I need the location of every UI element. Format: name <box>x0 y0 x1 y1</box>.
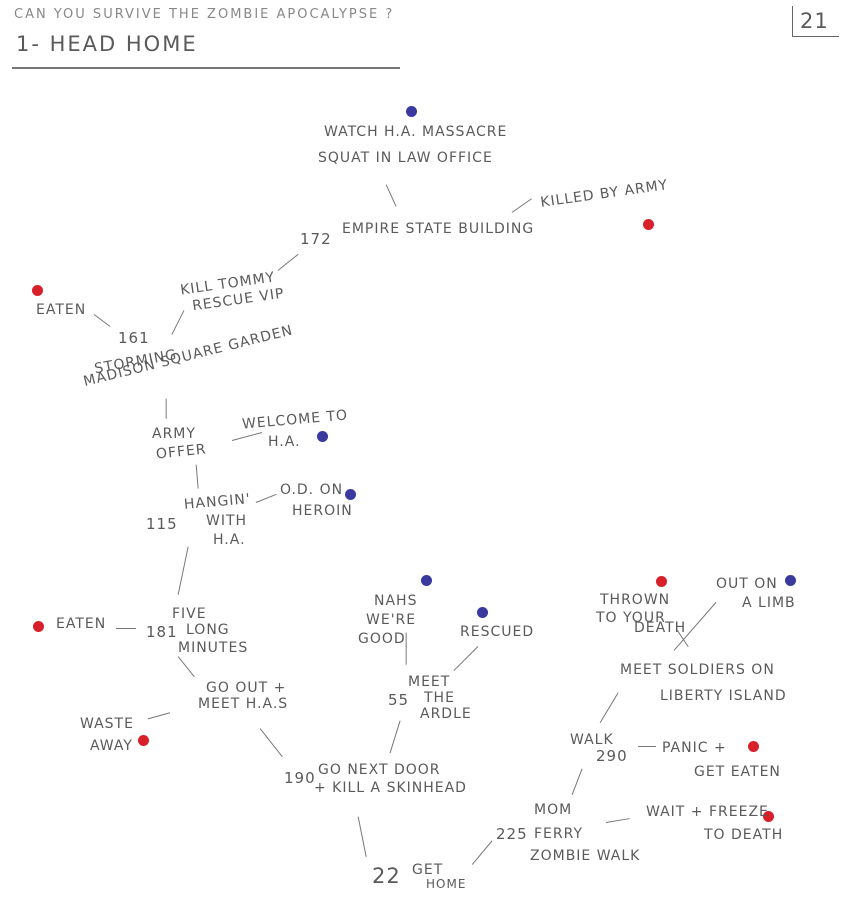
connector-line <box>231 432 263 442</box>
node-go-next-door: GO NEXT DOOR <box>318 762 441 778</box>
connector-line <box>599 692 619 723</box>
node-home: HOME <box>426 877 467 891</box>
bad-ending-dot <box>138 735 149 746</box>
good-ending-dot <box>345 489 356 500</box>
node-good: GOOD <box>358 631 406 647</box>
node-eaten-2: EATEN <box>56 616 107 632</box>
node-ardle: ARDLE <box>420 706 472 722</box>
node-mom: MOM <box>534 802 573 818</box>
connector-line <box>453 646 479 672</box>
node-eaten-1: EATEN <box>36 302 87 318</box>
node-liberty-island: LIBERTY ISLAND <box>660 688 787 704</box>
connector-line <box>177 656 195 678</box>
node-ha-1: H.A. <box>268 434 301 450</box>
node-od: O.D. ON <box>280 482 344 498</box>
node-minutes: MINUTES <box>178 640 249 656</box>
connector-line <box>195 464 199 489</box>
good-ending-dot <box>477 607 488 618</box>
node-zombie-walk: ZOMBIE WALK <box>530 848 641 864</box>
node-the: THE <box>424 690 455 706</box>
node-walk-number: 290 <box>596 747 628 765</box>
node-skinhead-number: 190 <box>284 769 316 787</box>
connector-line <box>511 198 533 214</box>
good-ending-dot <box>406 106 417 117</box>
page-number-box <box>792 6 839 37</box>
good-ending-dot <box>317 431 328 442</box>
node-five: FIVE <box>172 606 207 622</box>
node-ferry: FERRY <box>534 826 584 842</box>
node-squat: SQUAT IN LAW OFFICE <box>318 150 493 166</box>
node-waste: WASTE <box>80 716 134 732</box>
node-wait-freeze: WAIT + FREEZE <box>646 804 769 820</box>
good-ending-dot <box>421 575 432 586</box>
node-army: ARMY <box>152 426 196 442</box>
node-killed-by-army: KILLED BY ARMY <box>539 177 670 211</box>
node-get-eaten: GET EATEN <box>694 764 781 780</box>
node-home-number: 22 <box>372 864 401 888</box>
connector-line <box>93 314 111 328</box>
node-out-on: OUT ON <box>716 576 778 592</box>
node-msg-number: 161 <box>118 329 150 347</box>
connector-line <box>277 254 299 272</box>
bad-ending-dot <box>656 576 667 587</box>
node-ha-2: H.A. <box>213 532 246 548</box>
bad-ending-dot <box>33 621 44 632</box>
connector-line <box>259 728 283 758</box>
node-offer: OFFER <box>155 441 208 463</box>
node-thrown: THROWN <box>600 592 671 608</box>
connector-line <box>116 628 136 630</box>
node-esb-number: 172 <box>300 230 332 248</box>
connector-line <box>638 746 656 748</box>
node-to-death: TO DEATH <box>704 827 784 843</box>
bad-ending-dot <box>748 741 759 752</box>
node-with: WITH <box>206 513 248 529</box>
node-ardle-number: 55 <box>388 691 410 709</box>
node-welcome: WELCOME TO <box>241 407 349 433</box>
connector-line <box>165 398 167 419</box>
bad-ending-dot <box>643 219 654 230</box>
node-long: LONG <box>186 622 230 638</box>
connector-line <box>357 816 367 857</box>
node-meet-has: MEET H.A.S <box>198 696 289 712</box>
node-meet-soldiers: MEET SOLDIERS ON <box>620 662 775 678</box>
node-get: GET <box>412 862 444 878</box>
path-title: 1- HEAD HOME <box>16 32 198 56</box>
node-kill-skinhead: + KILL A SKINHEAD <box>314 780 467 796</box>
node-empire-state: EMPIRE STATE BUILDING <box>342 221 535 237</box>
page-number: 21 <box>800 9 829 33</box>
connector-line <box>385 184 397 207</box>
node-were: WE'RE <box>366 612 417 628</box>
node-hangin-number: 115 <box>146 515 178 533</box>
connector-line <box>471 840 493 866</box>
good-ending-dot <box>785 575 796 586</box>
node-watch: WATCH H.A. MASSACRE <box>324 124 508 140</box>
node-hangin: HANGIN' <box>183 491 252 513</box>
node-away: AWAY <box>90 738 133 754</box>
connector-line <box>171 310 185 335</box>
node-death-1: DEATH <box>634 620 687 636</box>
node-a-limb: A LIMB <box>742 595 796 611</box>
connector-line <box>177 546 189 595</box>
node-panic: PANIC + <box>662 740 727 756</box>
connector-line <box>571 768 583 795</box>
book-question: CAN YOU SURVIVE THE ZOMBIE APOCALYPSE ? <box>14 7 395 22</box>
node-ferry-number: 225 <box>496 825 528 843</box>
node-walk: WALK <box>570 732 614 748</box>
connector-line <box>389 720 401 753</box>
connector-line <box>255 494 277 504</box>
title-underline <box>12 67 400 69</box>
node-nahs: NAHS <box>374 593 418 609</box>
node-rescued: RESCUED <box>460 624 535 640</box>
connector-line <box>605 818 631 824</box>
bad-ending-dot <box>763 811 774 822</box>
node-five-number: 181 <box>146 623 178 641</box>
node-meet: MEET <box>408 674 451 690</box>
node-heroin: HEROIN <box>292 503 353 519</box>
connector-line <box>147 712 171 720</box>
bad-ending-dot <box>32 285 43 296</box>
node-go-out: GO OUT + <box>206 680 287 696</box>
node-to-your: TO YOUR <box>596 610 666 626</box>
